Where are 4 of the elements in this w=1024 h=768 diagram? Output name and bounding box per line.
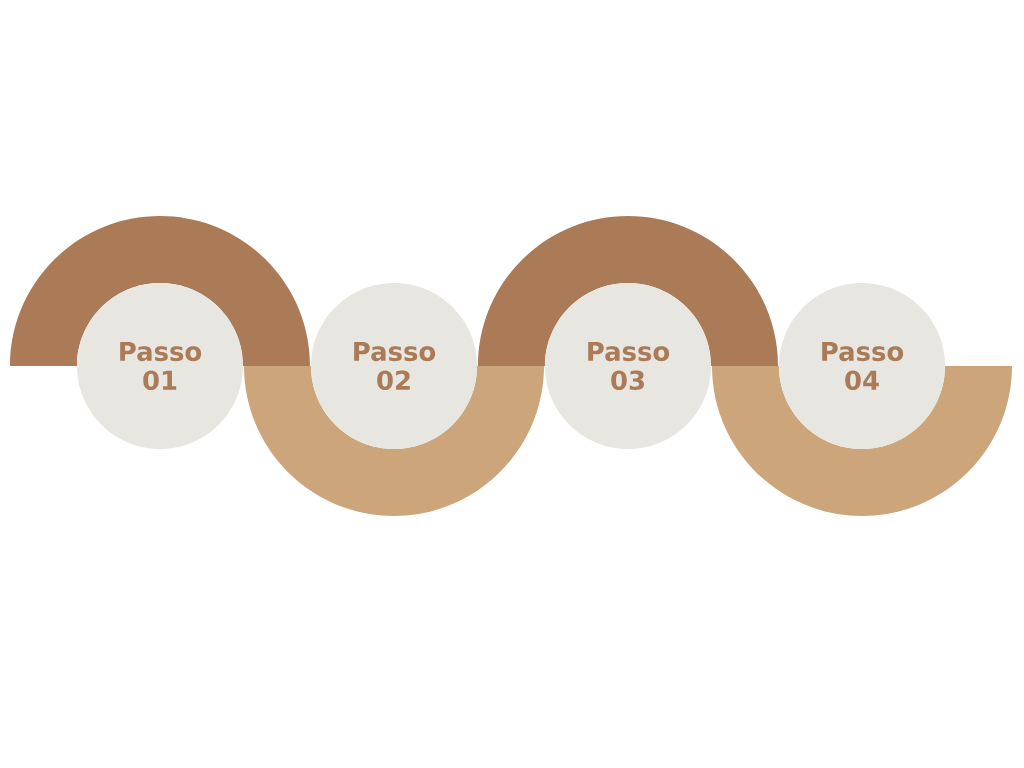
arc-band — [712, 366, 1012, 516]
arc-band — [244, 366, 544, 516]
arc-band — [10, 216, 310, 366]
arc-band — [478, 216, 778, 366]
